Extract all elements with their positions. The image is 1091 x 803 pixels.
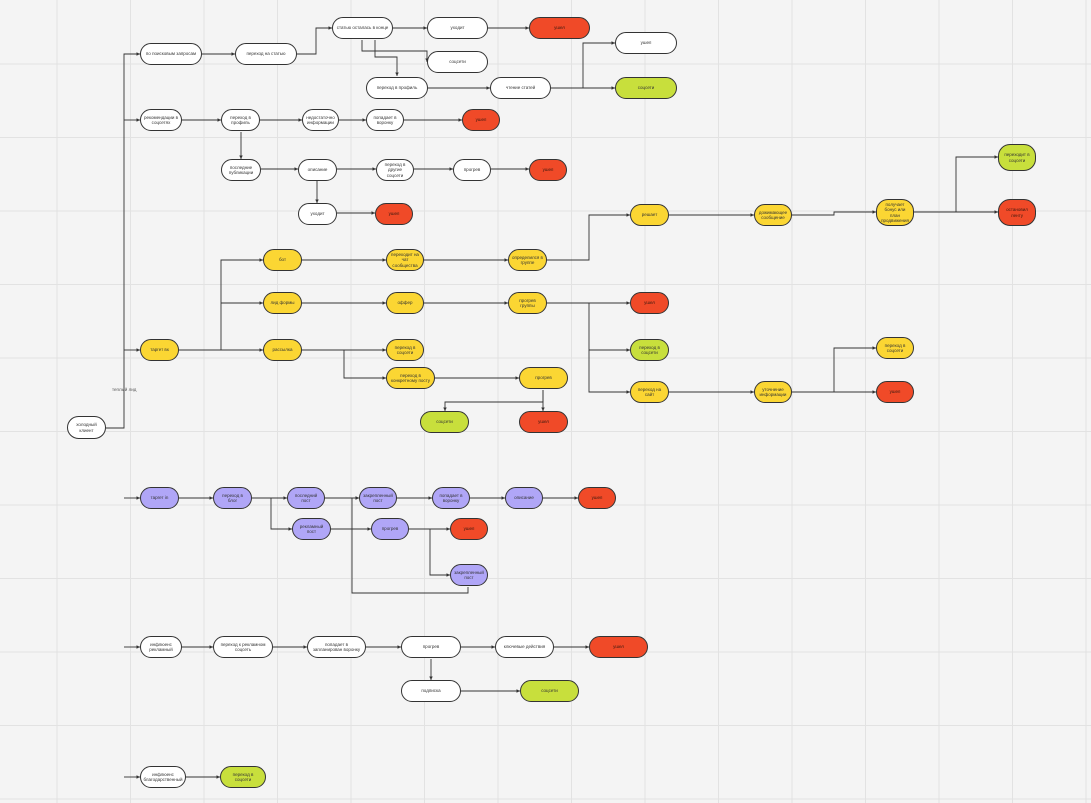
node-left-11[interactable]: ушел: [589, 636, 648, 658]
node-mailing[interactable]: рассылка: [263, 339, 302, 361]
node-warmup-1[interactable]: прогрев: [453, 159, 491, 181]
edge: [409, 528, 450, 577]
node-description-2[interactable]: описание: [505, 487, 543, 509]
node-ad-post[interactable]: рекламный пост: [292, 518, 331, 540]
node-to-blog[interactable]: переход в блог: [213, 487, 252, 509]
node-social-recommendations[interactable]: рекомендации в соцсетях: [140, 109, 182, 131]
node-bonus-or-plan[interactable]: получает бонус или план продвижения: [876, 199, 914, 226]
node-left-8[interactable]: ушел: [519, 411, 568, 433]
node-left-4[interactable]: ушел: [529, 159, 567, 181]
node-lead-forms[interactable]: лид формы: [263, 292, 302, 314]
edge: [547, 213, 630, 261]
node-leaves-1[interactable]: уходит: [427, 17, 488, 39]
edge: [588, 350, 630, 394]
node-to-socials-3[interactable]: переход в соцсети: [386, 339, 424, 361]
node-profile-visit-2[interactable]: переход в профиль: [221, 109, 260, 131]
node-not-enough-info[interactable]: недостаточно информации: [302, 109, 339, 131]
node-other-socials[interactable]: переход в другие соцсети: [376, 159, 414, 181]
node-goes-to-socials-1[interactable]: переходит в соцсети: [998, 144, 1036, 171]
node-article-end[interactable]: статью осталась в конце: [332, 17, 393, 39]
node-enters-funnel-1[interactable]: попадает в воронку: [366, 109, 404, 131]
node-left-9[interactable]: ушел: [578, 487, 616, 509]
edge: [551, 41, 615, 89]
node-specific-post[interactable]: переход в конкретному посту: [386, 367, 435, 389]
edge: [443, 390, 544, 411]
node-influence-thanks[interactable]: инфлюенс благодарственный: [140, 766, 186, 788]
node-planned-funnel[interactable]: попадает в запланирован воронку: [307, 636, 366, 658]
node-enters-funnel-2[interactable]: попадает в воронку: [432, 487, 470, 509]
node-description-1[interactable]: описание: [298, 159, 337, 181]
node-to-ad-social[interactable]: переход к рекламном соцсеть: [213, 636, 273, 658]
node-group-warmup[interactable]: прогрев группы: [508, 292, 547, 314]
node-left-2[interactable]: ушел: [615, 32, 677, 54]
node-warmup-3[interactable]: прогрев: [371, 518, 409, 540]
node-cold-client[interactable]: холодный клиент: [67, 416, 106, 439]
node-decided-in-group[interactable]: определился в группе: [508, 249, 547, 271]
node-article-visit[interactable]: переход на статью: [235, 43, 297, 65]
edge: [914, 155, 998, 213]
node-offer[interactable]: оффер: [386, 292, 424, 314]
node-leaves-2[interactable]: уходит: [298, 203, 337, 225]
node-community-chat[interactable]: переходит на чат сообщества: [386, 249, 424, 271]
node-socials-2[interactable]: соцсети: [615, 77, 677, 99]
node-to-socials-2[interactable]: переход в соцсети: [876, 337, 914, 359]
node-closing-message[interactable]: дожимающее сообщение: [754, 204, 792, 226]
node-socials-4[interactable]: соцсети: [520, 680, 579, 702]
edge: [547, 302, 630, 352]
edge: [179, 258, 263, 351]
edge: [361, 40, 429, 62]
edge-label-warm-lead: теплый лид: [112, 387, 137, 392]
node-bot[interactable]: бот: [263, 249, 302, 271]
node-profile-visit-1[interactable]: переход в профиль: [366, 77, 428, 99]
node-target-in[interactable]: таргет in: [140, 487, 179, 509]
node-stopped-feed[interactable]: остановил ленту: [998, 199, 1036, 226]
node-pinned-post-1[interactable]: закрепленный пост: [359, 487, 397, 509]
edge: [106, 52, 140, 429]
node-socials-3[interactable]: соцсети: [420, 411, 469, 433]
edge: [792, 346, 876, 393]
node-last-post[interactable]: последний пост: [287, 487, 325, 509]
node-target-vk[interactable]: таргет вк: [140, 339, 179, 361]
node-warmup-2[interactable]: прогрев: [519, 367, 568, 389]
node-left-3[interactable]: ушел: [462, 109, 500, 131]
node-subscription[interactable]: подписка: [401, 680, 461, 702]
edge: [343, 350, 386, 380]
node-left-6[interactable]: ушел: [630, 292, 669, 314]
edge: [792, 210, 876, 216]
node-reading-articles[interactable]: чтение статей: [490, 77, 551, 99]
node-key-actions[interactable]: ключевые действия: [495, 636, 554, 658]
node-left-5[interactable]: ушел: [375, 203, 413, 225]
node-pinned-post-2[interactable]: закрепленный пост: [450, 564, 488, 586]
node-to-socials-1[interactable]: переход в соцсети: [630, 339, 669, 361]
node-to-socials-4[interactable]: переход в соцсети: [220, 766, 266, 788]
node-search-queries[interactable]: по поисковым запросам: [140, 43, 202, 65]
node-latest-posts[interactable]: последние публикации: [221, 159, 261, 181]
node-socials-1[interactable]: соцсети: [427, 51, 488, 73]
node-left-10[interactable]: ушел: [450, 518, 488, 540]
node-to-site[interactable]: переход на сайт: [630, 381, 669, 403]
node-warmup-4[interactable]: прогрев: [401, 636, 461, 658]
node-left-7[interactable]: ушел: [876, 381, 914, 403]
edge: [297, 26, 332, 55]
node-info-clarification[interactable]: уточнение информации: [754, 381, 792, 403]
node-decides[interactable]: решает: [630, 204, 669, 226]
node-left-1[interactable]: ушел: [529, 17, 590, 39]
edge: [374, 40, 399, 76]
node-influence-ad[interactable]: инфлюенс рекламный: [140, 636, 182, 658]
